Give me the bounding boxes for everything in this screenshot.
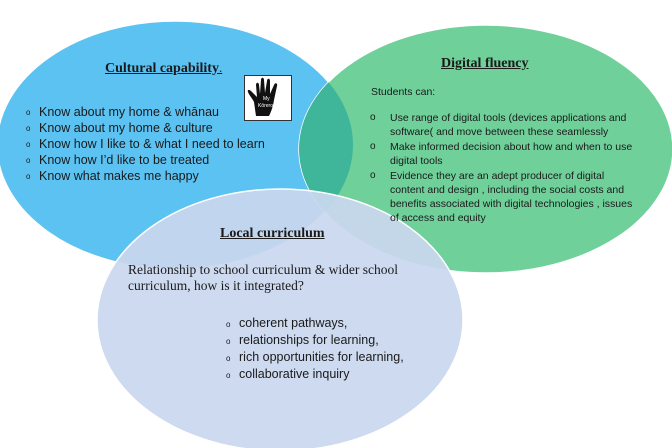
bullet-icon: o (26, 124, 31, 133)
digital-fluency-intro: Students can: (371, 86, 436, 98)
cultural-capability-title: Cultural capability. (105, 60, 223, 76)
hand-text-bottom: Kōrero (258, 103, 273, 109)
bullet-icon: o (226, 320, 231, 329)
bullet-icon: o (26, 108, 31, 117)
local-curriculum-title: Local curriculum (220, 226, 325, 241)
bullet-icon: o (226, 354, 231, 363)
bullet-icon: o (26, 156, 31, 165)
local-curriculum-description: Relationship to school curriculum & wide… (128, 262, 398, 293)
bullet-icon: o (370, 141, 376, 152)
bullet-icon: o (26, 140, 31, 149)
hand-print-icon: My Kōrero (244, 75, 292, 121)
bullet-icon: o (370, 170, 376, 181)
bullet-icon: o (226, 337, 231, 346)
local-curriculum-circle (96, 188, 464, 448)
hand-text-top: My (263, 96, 270, 102)
bullet-icon: o (370, 112, 376, 123)
bullet-icon: o (226, 371, 231, 380)
digital-fluency-title: Digital fluency (441, 56, 529, 71)
bullet-icon: o (26, 172, 31, 181)
